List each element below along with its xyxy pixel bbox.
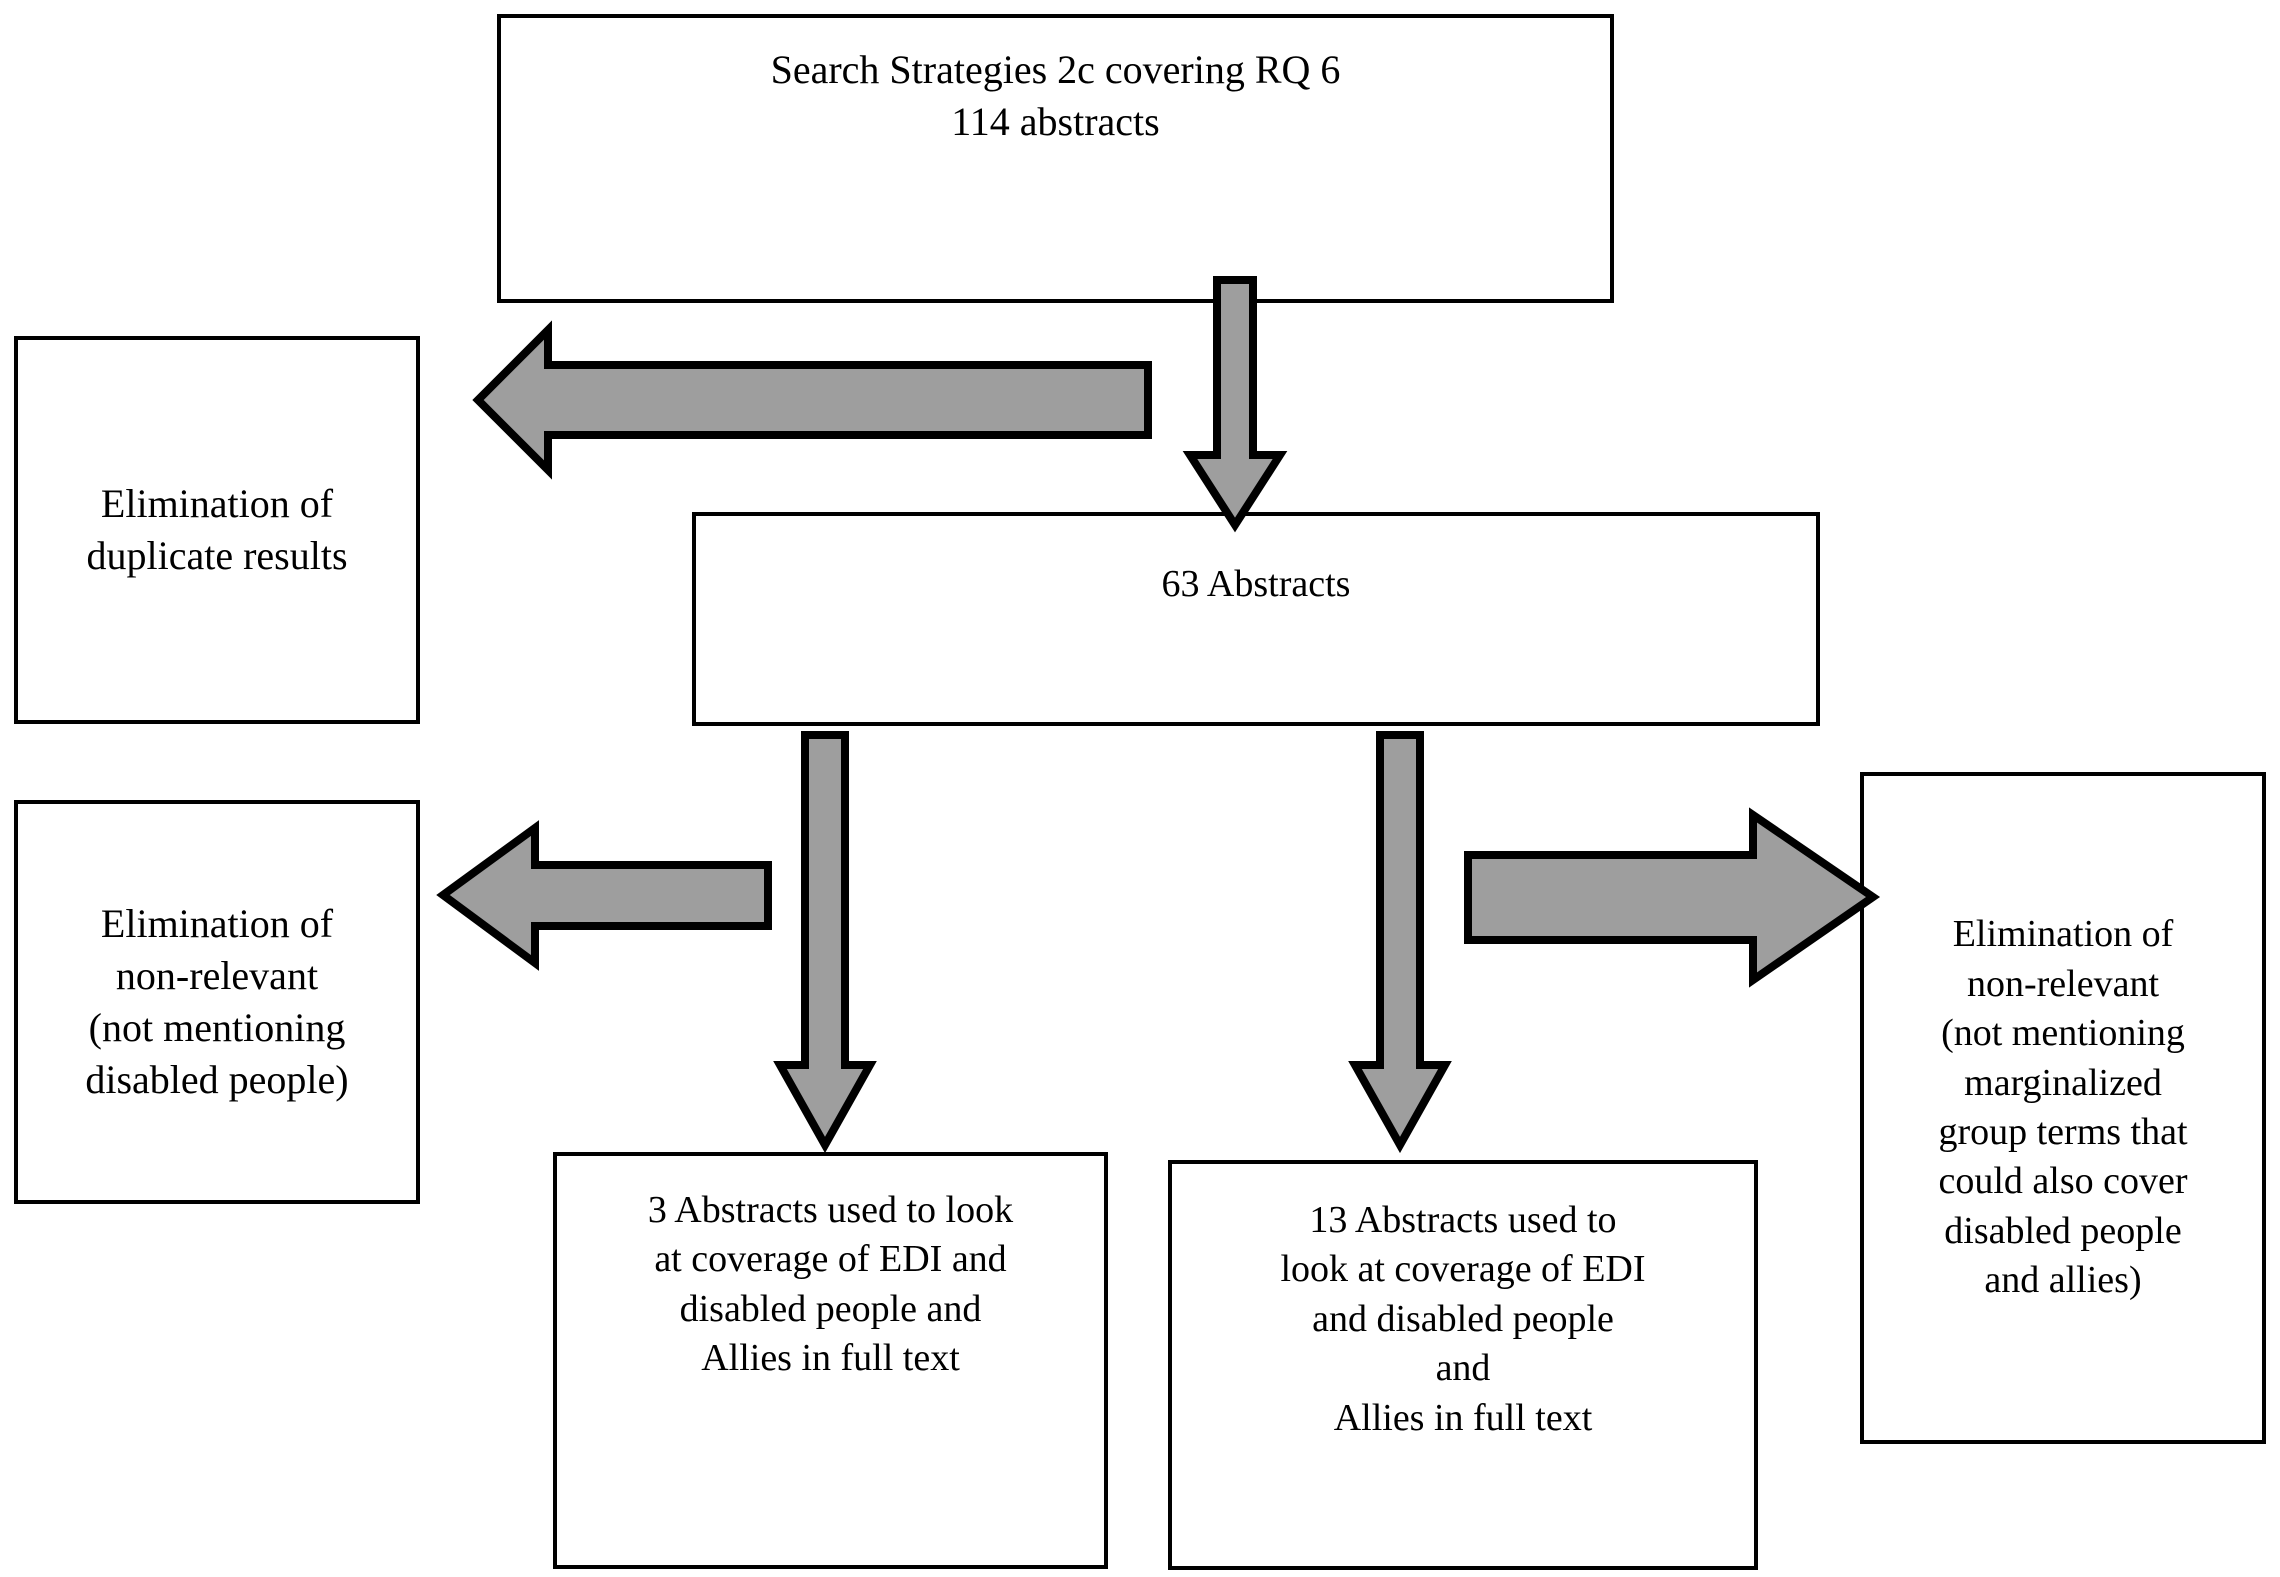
node-3-abstracts: 3 Abstracts used to look at coverage of … <box>553 1152 1108 1569</box>
node-13-abstracts-label: 13 Abstracts used to look at coverage of… <box>1280 1199 1646 1439</box>
arrow-left-icon <box>436 820 772 971</box>
node-elimination-duplicates: Elimination of duplicate results <box>14 336 420 724</box>
node-elimination-nonrelevant-left: Elimination of non-relevant (not mention… <box>14 800 420 1204</box>
node-63-abstracts: 63 Abstracts <box>692 512 1820 726</box>
arrow-left-icon <box>472 320 1152 480</box>
node-elimination-duplicates-label: Elimination of duplicate results <box>86 481 348 578</box>
node-13-abstracts: 13 Abstracts used to look at coverage of… <box>1168 1160 1758 1570</box>
node-3-abstracts-label: 3 Abstracts used to look at coverage of … <box>647 1189 1014 1380</box>
arrow-right-icon <box>1464 807 1881 988</box>
arrow-down-icon <box>1182 276 1288 533</box>
node-63-abstracts-label: 63 Abstracts <box>1161 563 1351 605</box>
arrow-down-icon <box>773 731 877 1154</box>
arrow-down-icon <box>1348 731 1452 1154</box>
node-elimination-nonrelevant-left-label: Elimination of non-relevant (not mention… <box>85 901 349 1102</box>
node-search-strategies-label: Search Strategies 2c covering RQ 6 114 a… <box>770 47 1341 144</box>
node-elimination-nonrelevant-right: Elimination of non-relevant (not mention… <box>1860 772 2266 1444</box>
node-search-strategies: Search Strategies 2c covering RQ 6 114 a… <box>497 14 1614 303</box>
node-elimination-nonrelevant-right-label: Elimination of non-relevant (not mention… <box>1938 913 2188 1302</box>
